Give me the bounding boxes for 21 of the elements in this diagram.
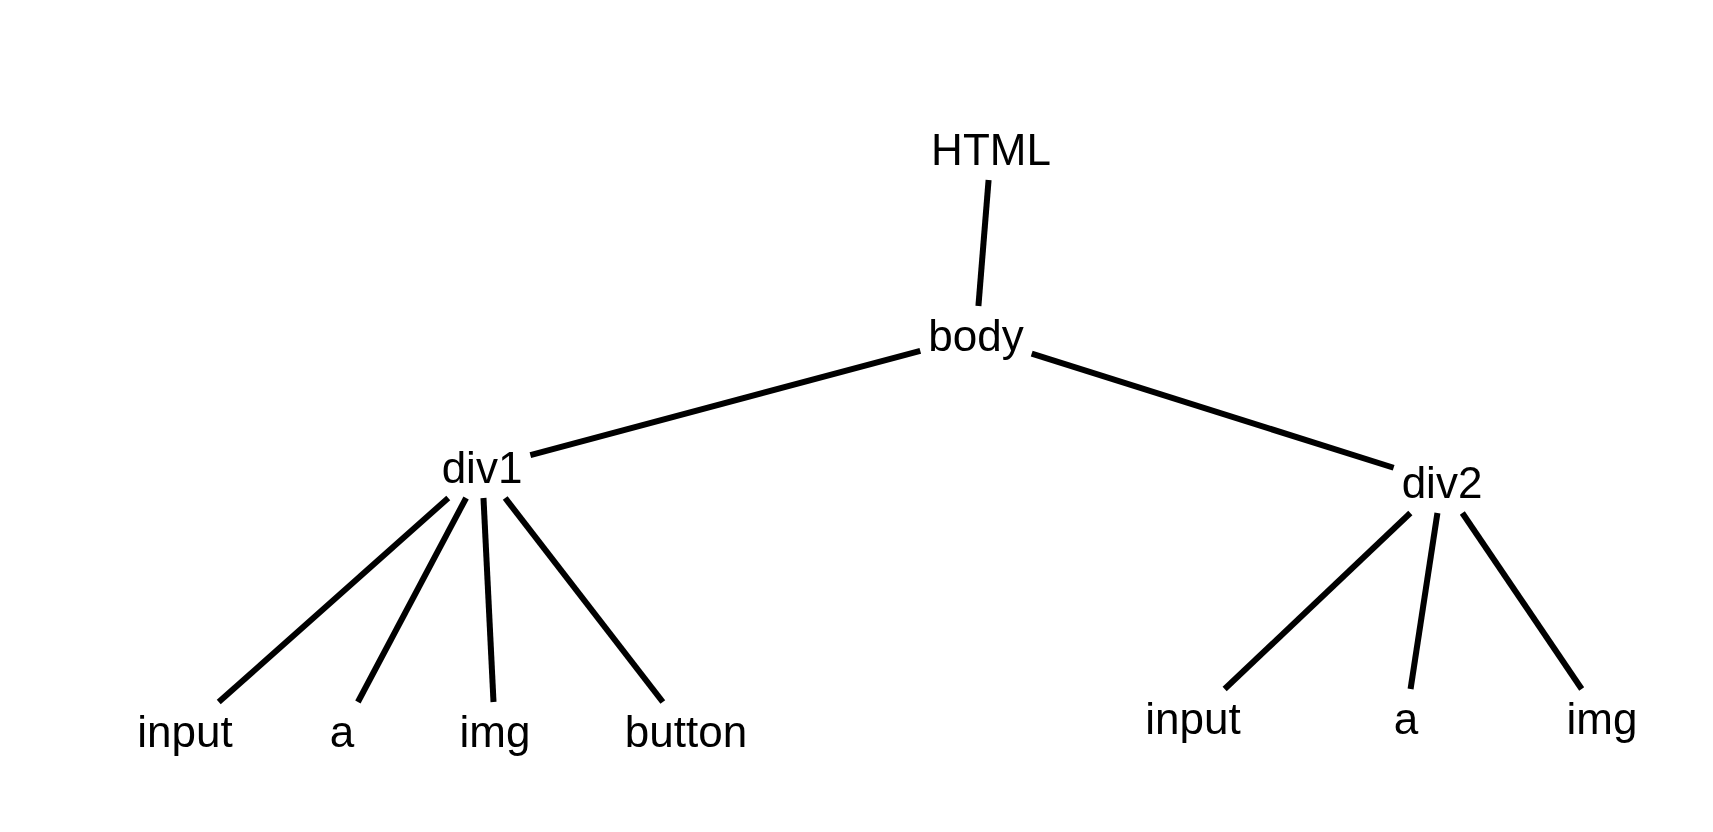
tree-node-label: a — [1385, 689, 1427, 749]
tree-node-label: img — [1558, 689, 1646, 749]
tree-node-label: img — [451, 702, 539, 762]
tree-node-label: body — [920, 306, 1032, 366]
connector-line — [529, 348, 922, 458]
connector-line — [216, 495, 451, 705]
tree-node-label: button — [616, 702, 756, 762]
tree-node-label: a — [321, 702, 363, 762]
connector-line — [480, 497, 497, 703]
connector-line — [1407, 512, 1441, 690]
connector-line — [502, 496, 666, 704]
connector-line — [1459, 511, 1585, 691]
connector-line — [975, 179, 992, 307]
connector-line — [1222, 510, 1413, 692]
tree-node-label: div2 — [1393, 453, 1491, 513]
tree-node-label: input — [1137, 689, 1249, 749]
connector-line — [1030, 350, 1395, 471]
tree-node-label: div1 — [433, 438, 531, 498]
connector-line — [355, 496, 469, 704]
tree-node-label: input — [129, 702, 241, 762]
tree-node-label: HTML — [923, 120, 1059, 180]
